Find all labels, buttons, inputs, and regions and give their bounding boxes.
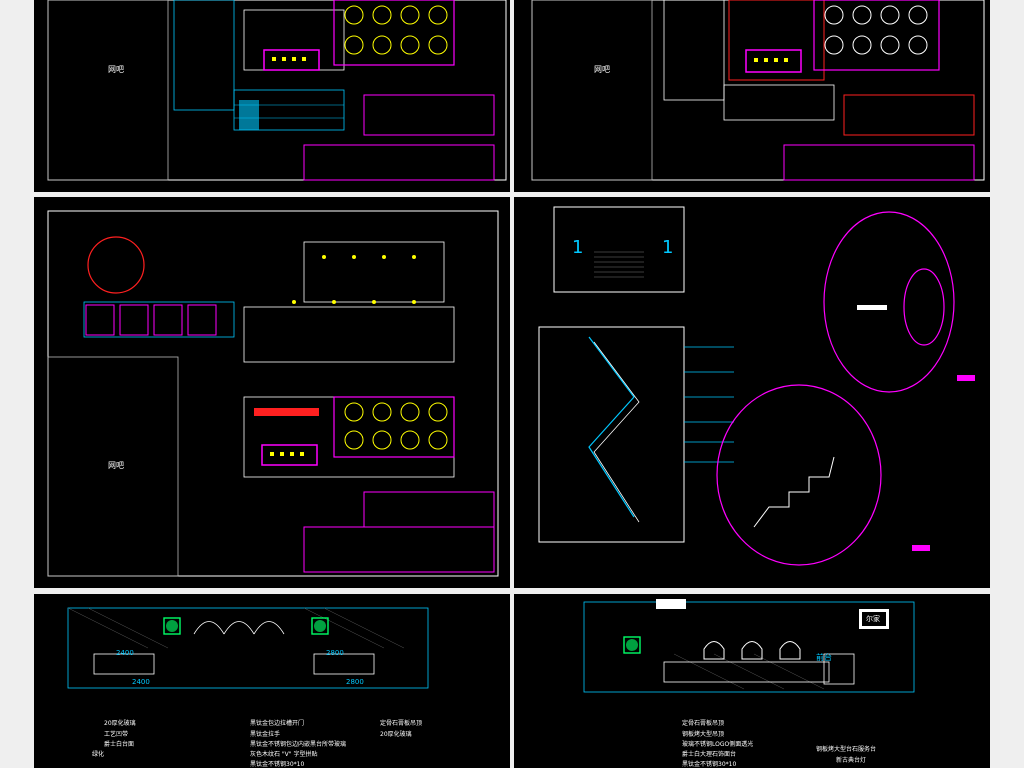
note-8: 黑钛金不锈钢30*10 — [250, 761, 305, 768]
floor-plan-panel-mid-left: 网吧 — [34, 197, 510, 588]
stair-number-right: 1 — [662, 237, 674, 258]
note-2: 玻璃不锈钢LOGO侧面透光 — [682, 741, 754, 748]
note-10: 20厚化玻璃 — [380, 731, 412, 738]
note-5: 黑钛金拉手 — [250, 731, 281, 738]
note-7: 灰色木纹石 "V" 字型拼贴 — [250, 751, 318, 758]
note-0: 定骨石膏板吊顶 — [682, 720, 725, 727]
note-1: 工艺凹带 — [104, 731, 129, 738]
floor-plan-drawing — [47, 210, 499, 577]
note-4: 黑钛金不锈钢30*10 — [682, 761, 737, 768]
stair-detail-panel: 1 1 — [514, 197, 990, 588]
note-3: 绿化 — [92, 751, 105, 758]
cafe-label: 网吧 — [108, 65, 124, 74]
note-5: 钢板烤大型台石服务台 — [816, 746, 877, 753]
elevation-panel-bottom-right: 前台 尔家 定骨石膏板吊顶 钢板烤大型吊顶 玻璃不锈钢LOGO侧面透光 爵士白大… — [514, 594, 990, 768]
note-6: 黑钛金不锈钢包边内嵌黑台所带玻璃 — [250, 741, 347, 748]
note-9: 定骨石膏板吊顶 — [380, 720, 423, 727]
sign-label: 尔家 — [866, 615, 880, 623]
note-3: 爵士白大理石饰面台 — [682, 751, 737, 758]
dimension-label: 2800 — [346, 678, 364, 686]
elevation-drawing — [67, 607, 429, 689]
note-6: 新古典台灯 — [836, 757, 867, 764]
cafe-label: 网吧 — [108, 461, 124, 470]
cafe-label: 网吧 — [594, 65, 610, 74]
floor-plan-panel-top-left: 网吧 — [34, 0, 510, 192]
stair-detail-drawing — [538, 206, 975, 566]
note-2: 爵士白台面 — [104, 741, 135, 748]
floor-plan-drawing — [47, 0, 507, 181]
note-4: 黑钛金包边拉槽开门 — [250, 720, 305, 727]
dimension-label: 2400 — [116, 649, 134, 657]
note-1: 钢板烤大型吊顶 — [682, 731, 725, 738]
note-0: 20厚化玻璃 — [104, 720, 136, 727]
dimension-label: 2800 — [326, 649, 344, 657]
dimension-label: 2400 — [132, 678, 150, 686]
floor-plan-panel-top-right: 网吧 — [514, 0, 990, 192]
floor-plan-drawing — [531, 0, 985, 181]
elevation-panel-bottom-left: 2400 2400 2800 2800 20厚化玻璃 工艺凹带 爵士白台面 绿化… — [34, 594, 510, 768]
front-desk-label: 前台 — [816, 653, 832, 662]
elevation-drawing — [583, 599, 915, 693]
stair-number-left: 1 — [572, 237, 584, 258]
